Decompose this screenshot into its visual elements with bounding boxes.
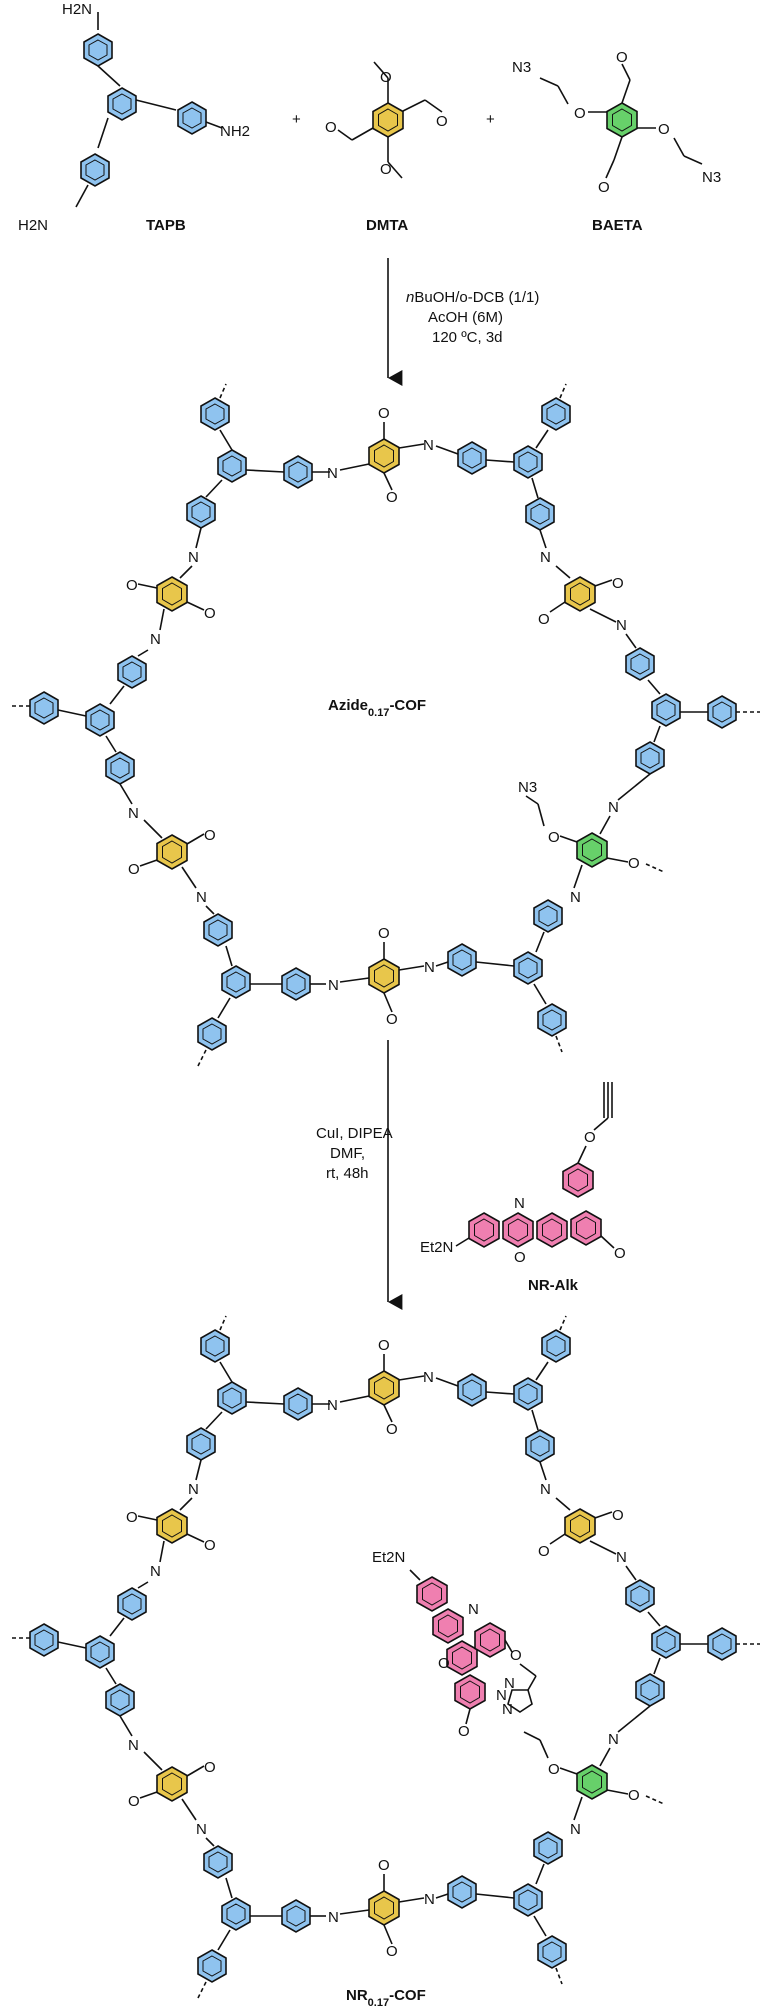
dmta-label: DMTA [366,217,408,234]
svg-text:O: O [614,1245,626,1262]
plus-sign-2: + [486,111,495,128]
svg-text:O: O [514,1249,526,1266]
svg-text:N: N [616,617,627,634]
svg-text:N: N [423,1369,434,1386]
tapb-nh2-top: H2N [62,1,92,18]
svg-text:O: O [628,1787,640,1804]
svg-text:N: N [150,631,161,648]
svg-text:O: O [584,1129,596,1146]
svg-text:O: O [386,1943,398,1960]
nr-alk-et2n: Et2N [420,1239,453,1256]
svg-text:O: O [380,161,392,178]
baeta-azide-bottom: N3 [702,169,721,186]
svg-text:N: N [540,1481,551,1498]
baeta-label: BAETA [592,217,643,234]
svg-text:O: O [378,405,390,422]
svg-text:N: N [128,805,139,822]
svg-text:O: O [612,575,624,592]
svg-text:N: N [570,889,581,906]
svg-text:N: N [424,1891,435,1908]
svg-text:N: N [150,1563,161,1580]
svg-text:O: O [612,1507,624,1524]
svg-text:O: O [598,179,610,196]
step1-line1: nBuOH/o-DCB (1/1) [406,289,539,306]
svg-text:O: O [436,113,448,130]
azide-cof-framework: N N O O N N O O N N [10,383,760,1067]
svg-text:O: O [574,105,586,122]
svg-text:N: N [468,1601,479,1618]
azide-cof-label: Azide0.17-COF [328,697,426,719]
tapb-nh2-right: NH2 [220,123,250,140]
svg-text:O: O [378,1337,390,1354]
svg-text:O: O [128,861,140,878]
svg-text:O: O [458,1723,470,1740]
svg-text:N: N [616,1549,627,1566]
svg-text:O: O [658,121,670,138]
svg-text:O: O [510,1647,522,1664]
nr-alk-molecule: N O O O [455,1082,626,1266]
svg-text:O: O [386,1011,398,1028]
svg-text:N: N [327,465,338,482]
nr-cof-et2n: Et2N [372,1549,405,1566]
svg-text:N: N [496,1687,507,1704]
svg-text:O: O [204,605,216,622]
svg-text:O: O [616,49,628,66]
svg-text:O: O [126,577,138,594]
svg-text:O: O [378,1857,390,1874]
step1-line3: 120 ºC, 3d [432,329,503,346]
svg-text:O: O [128,1793,140,1810]
baeta-molecule: O O O O [539,49,703,196]
step2-line2: DMF, [330,1145,365,1162]
azide-cof-n3: N3 [518,779,537,796]
svg-text:N: N [188,1481,199,1498]
svg-text:N: N [502,1701,513,1718]
svg-text:N: N [608,799,619,816]
nr-cof-framework: N N O O N N O O N N [10,1315,760,1999]
nr-cof-label: NR0.17-COF [346,1987,426,2009]
nr-alk-label: NR-Alk [528,1277,579,1294]
svg-text:O: O [204,1537,216,1554]
svg-text:N: N [196,889,207,906]
svg-text:N: N [328,1909,339,1926]
baeta-azide-top: N3 [512,59,531,76]
svg-text:N: N [196,1821,207,1838]
svg-text:O: O [538,1543,550,1560]
svg-text:O: O [438,1655,450,1672]
svg-text:O: O [548,829,560,846]
svg-text:N: N [128,1737,139,1754]
svg-text:N: N [540,549,551,566]
svg-text:O: O [380,69,392,86]
svg-text:N: N [514,1195,525,1212]
step2-line1: CuI, DIPEA [316,1125,393,1142]
tapb-label: TAPB [146,217,186,234]
svg-text:O: O [548,1761,560,1778]
svg-text:O: O [204,1759,216,1776]
tapb-nh2-left: H2N [18,217,48,234]
svg-text:O: O [325,119,337,136]
svg-text:N: N [570,1821,581,1838]
svg-text:O: O [204,827,216,844]
svg-text:N: N [188,549,199,566]
svg-text:N: N [504,1675,515,1692]
svg-text:N: N [327,1397,338,1414]
svg-text:O: O [386,1421,398,1438]
svg-text:O: O [628,855,640,872]
svg-text:O: O [126,1509,138,1526]
svg-text:O: O [378,925,390,942]
svg-text:N: N [328,977,339,994]
svg-text:N: N [424,959,435,976]
svg-text:N: N [608,1731,619,1748]
svg-text:O: O [538,611,550,628]
tapb-molecule [75,12,223,208]
step2-line3: rt, 48h [326,1165,369,1182]
step1-line2: AcOH (6M) [428,309,503,326]
svg-text:N: N [423,437,434,454]
dmta-molecule: O O O O [325,61,448,179]
svg-text:O: O [386,489,398,506]
plus-sign-1: + [292,111,301,128]
